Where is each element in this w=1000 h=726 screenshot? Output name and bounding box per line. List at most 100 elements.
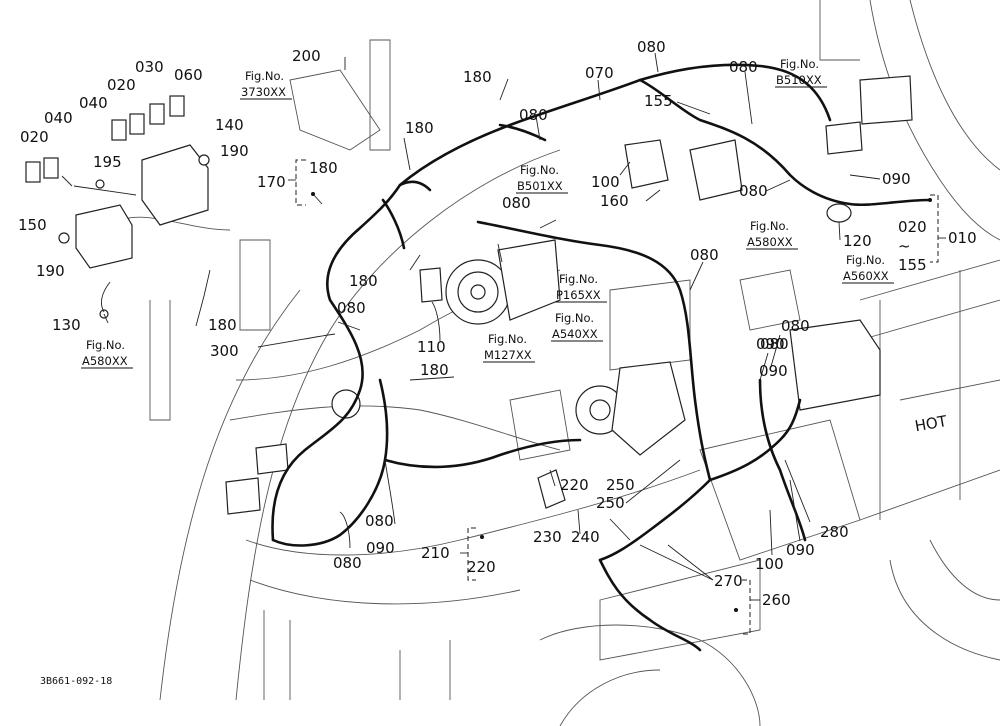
part-label: 190 [220,142,249,160]
compressor-and-alternator: HOT [225,75,949,515]
heater-160-icon [689,139,743,201]
part-label: 130 [52,316,81,334]
part-label: 010 [948,229,977,247]
part-label: 180 [349,272,378,290]
fig-ref-code: 3730XX [241,85,286,99]
part-label: 060 [174,66,203,84]
part-label: 180 [463,68,492,86]
fuse-box-parts [25,95,210,319]
sensor-220-icon [537,469,566,509]
valve-100-icon [624,139,669,189]
part-label: 080 [690,246,719,264]
part-label: 150 [18,216,47,234]
part-label: 100 [591,173,620,191]
connector-icon [225,477,261,515]
part-label: 090 [786,541,815,559]
part-label: 210 [421,544,450,562]
fig-ref-code: A580XX [747,235,793,249]
fig-ref-code: B510XX [776,73,822,87]
leader-lines [103,52,881,581]
fig-ref-code: A580XX [82,354,128,368]
part-label: 090 [882,170,911,188]
part-label: 200 [292,47,321,65]
relay-140-icon [141,144,209,226]
part-label: 270 [714,572,743,590]
machine-body-outline [119,0,1000,726]
fig-ref-prefix: Fig.No. [750,219,789,233]
connector-b-icon [255,443,289,475]
part-label: 020 [20,128,49,146]
fig-ref-prefix: Fig.No. [559,272,598,286]
fig-ref-prefix: Fig.No. [86,338,125,352]
grommet-120-icon [826,203,852,223]
part-label: 080 [502,194,531,212]
part-label: 100 [755,555,784,573]
part-label: 040 [44,109,73,127]
part-label: 080 [739,182,768,200]
part-label: 220 [467,558,496,576]
connector-block-icon [859,75,913,125]
part-label: 300 [210,342,239,360]
fuse-holder-150-icon [75,204,133,269]
screw-195-icon [95,179,105,189]
part-label: 190 [36,262,65,280]
alternator-body-icon [611,361,686,456]
part-label: 140 [215,116,244,134]
compressor-pulley-icon [445,259,511,325]
part-label: 020 [898,218,927,236]
part-label: 080 [365,512,394,530]
fig-ref-prefix: Fig.No. [555,311,594,325]
part-label: 080 [729,58,758,76]
part-label: 170 [257,173,286,191]
part-label: 020 [107,76,136,94]
part-label: 180 [309,159,338,177]
fig-ref-prefix: Fig.No. [846,253,885,267]
bolt-190-icon [198,154,210,166]
part-label: 230 [533,528,562,546]
connector-110-icon [419,267,443,303]
pulley-icon [331,389,361,419]
part-label: 195 [93,153,122,171]
starter-icon [789,319,881,411]
part-label: 030 [135,58,164,76]
part-label: 260 [762,591,791,609]
relay-block-icon [825,121,863,155]
part-label: 080 [337,299,366,317]
part-label: 155 [898,256,927,274]
part-label: 155 [644,92,673,110]
fig-ref-code: A560XX [843,269,889,283]
part-label: 110 [417,338,446,356]
part-label: 250 [596,494,625,512]
fig-ref-code: M127XX [484,348,532,362]
part-label: 280 [820,523,849,541]
part-label: 080 [333,554,362,572]
part-label: 240 [571,528,600,546]
fig-ref-prefix: Fig.No. [520,163,559,177]
fig-ref-prefix: Fig.No. [245,69,284,83]
range-brackets [288,159,946,635]
part-labels: 200 030 020 040 060 020 040 140 195 190 … [18,38,977,609]
fuse-040-icon [43,157,59,179]
part-label: 250 [606,476,635,494]
part-label: 080 [519,106,548,124]
fuse-030-icon [149,103,165,125]
part-label: 180 [420,361,449,379]
range-separator: ~ [898,237,911,255]
part-label: 070 [585,64,614,82]
fig-ref-code: B501XX [517,179,563,193]
fuse-020-b-icon [129,113,145,135]
part-label: 090 [756,335,785,353]
drawing-code: 3B661-092-18 [40,676,112,687]
fuse-020-icon [25,161,41,183]
part-label: 080 [781,317,810,335]
figure-references: Fig.No. 3730XX Fig.No. B510XX Fig.No. B5… [81,57,894,369]
engine-mark: HOT [913,412,949,435]
part-label: 080 [637,38,666,56]
fig-ref-code: A540XX [552,327,598,341]
part-label: 090 [759,362,788,380]
part-label: 180 [405,119,434,137]
part-label: 160 [600,192,629,210]
wiring-harness [271,63,932,652]
fig-ref-code: P165XX [556,288,601,302]
